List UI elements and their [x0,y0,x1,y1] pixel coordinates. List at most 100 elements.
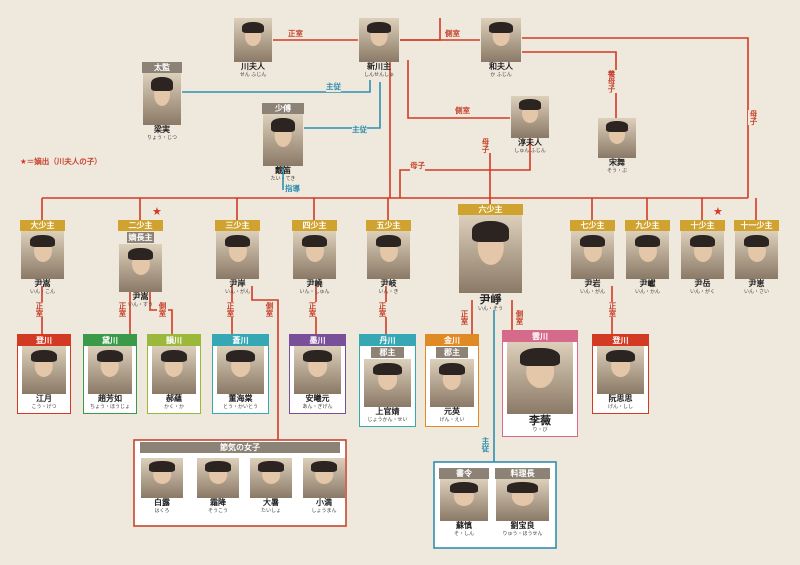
portrait-photo [141,458,183,498]
person-name: 尹岐 [380,279,397,288]
person-s1: 大少主尹嵩いん・こん [20,220,65,296]
person-title: 五少主 [366,220,411,231]
person-reading: そ・しん [453,531,474,537]
person-name: 董海棠 [228,394,253,403]
person-reading: そう・ぶ [606,168,627,174]
legend: ★＝嫡出（川夫人の子） [20,156,102,167]
portrait-photo [571,231,614,279]
person-title: 料理長 [495,468,550,479]
portrait-photo [735,231,778,279]
relation-label: 正室 [459,310,470,325]
portrait-photo [430,359,474,407]
relation-label: 正室 [225,302,236,317]
person-name: 江月 [36,394,52,403]
relation-label: 主従 [352,124,367,135]
person-title: 金川 [426,335,478,346]
person-title: 少傅 [262,103,304,114]
relation-label: 指導 [285,183,300,194]
person-name: 川夫人 [241,62,265,71]
portrait-photo [459,215,522,293]
star-icon: ★ [152,205,162,218]
person-name: 淳夫人 [518,138,542,147]
portrait-photo [217,346,264,394]
relation-label: 母子 [410,160,425,171]
person-reading: いん・さい [743,289,769,295]
person-w9: 登川阮思思げん・しし [592,334,649,414]
person-s3: 三少主尹岸いん・がん [215,220,260,296]
person-w4: 蒼川董海棠とう・かいとう [212,334,269,414]
person-title: 登川 [18,335,70,346]
person-reading: とう・かいとう [222,404,258,410]
person-name: 尹崽 [748,279,765,288]
relation-label: 側室 [514,310,525,325]
person-reading: せん ふじん [239,72,267,78]
person-reading: りゅう・ほうせん [502,531,543,537]
person-name: 戴笛 [275,166,291,175]
relation-label: 正室 [288,28,303,39]
person-reading: そうこう [207,508,228,514]
portrait-photo [496,479,549,521]
person-s7: 七少主尹岩いん・がん [570,220,615,296]
person-name: 白露 [154,498,170,507]
person-title: 九少主 [625,220,670,231]
person-name: 尹巘 [639,279,656,288]
person-wa: 和夫人か ふじん [480,18,522,79]
portrait-photo [293,231,336,279]
person-reading: こう・げつ [31,404,57,410]
person-e2: 霜降そうこう [196,458,240,515]
relation-label: 正室 [307,302,318,317]
person-reading: いん・がく [689,289,715,295]
person-title: 七少主 [570,220,615,231]
person-reading: げん・しし [607,404,633,410]
portrait-photo [22,346,66,394]
portrait-photo [21,231,64,279]
person-name: 安曦元 [305,394,330,403]
person-w3: 韻川郝蘊かく・か [147,334,201,414]
group-title: 節気の女子 [140,442,340,453]
person-reading: たい・てき [270,176,296,182]
portrait-photo [263,114,303,166]
portrait-photo [250,458,292,498]
relation-label: 養母子 [606,70,617,93]
star-icon: ★ [20,157,27,166]
portrait-photo [359,18,399,62]
person-e1: 白露はくろ [140,458,184,515]
person-subtitle: 郡主 [371,347,404,358]
portrait-photo [367,231,410,279]
relation-label: 正室 [377,302,388,317]
person-w2: 黛川趙芳如ちょう・ほうじょ [83,334,137,414]
person-m1: 書令蘇慎そ・しん [439,468,489,538]
portrait-photo [303,458,345,498]
person-reading: しんせんしゅ [363,72,394,78]
person-title: 二少主 [118,220,163,231]
portrait-photo [197,458,239,498]
portrait-photo [216,231,259,279]
person-title: 黛川 [84,335,136,346]
person-subtitle: 郡主 [436,347,468,358]
person-s11: 十一少主尹崽いん・さい [734,220,779,296]
person-s4: 四少主尹嶢いん・しゅん [292,220,337,296]
person-name: 尹嶢 [306,279,323,288]
person-name: 阮思思 [608,394,633,403]
portrait-photo [481,18,521,62]
portrait-photo [88,346,132,394]
person-reading: いん・すう [127,302,153,308]
person-reading: か ふじん [490,72,512,78]
person-name: 蘇慎 [456,521,472,530]
relation-label: 側室 [157,302,168,317]
person-name: 尹岸 [229,279,246,288]
star-icon: ★ [713,205,723,218]
person-name: 尹嵩 [132,292,149,301]
person-reading: たいしょ [260,508,281,514]
person-reading: り・び [532,427,548,433]
person-m2: 料理長劉宝良りゅう・ほうせん [495,468,550,538]
person-ryo: 太監梁実りょう・じつ [142,62,182,142]
person-sou: 宋舞そう・ぶ [597,118,637,175]
portrait-photo [119,244,162,292]
portrait-photo [597,346,644,394]
person-name: 郝蘊 [166,394,182,403]
person-e4: 小満しょうまん [302,458,346,515]
person-title: 三少主 [215,220,260,231]
portrait-photo [143,73,181,125]
